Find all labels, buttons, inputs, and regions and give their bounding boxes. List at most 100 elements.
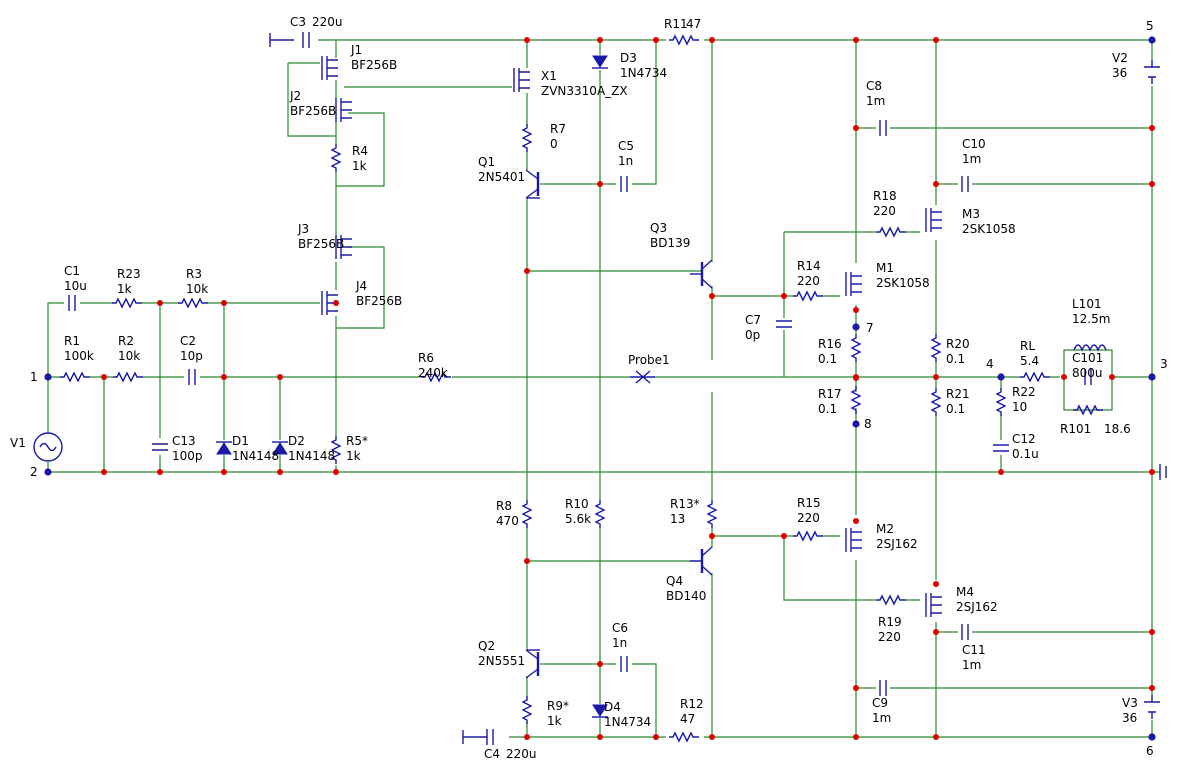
svg-text:X1: X1 [541,69,557,83]
svg-text:1k: 1k [117,282,132,296]
junction-dot [1149,469,1155,475]
svg-text:1k: 1k [352,159,367,173]
junction-dot [1149,629,1155,635]
svg-text:1m: 1m [962,658,981,672]
junction-dot [781,293,787,299]
node-number: 8 [864,417,872,431]
svg-text:36: 36 [1122,711,1137,725]
svg-text:220: 220 [873,204,896,218]
resistor-r5 [330,436,342,464]
svg-text:ZVN3310A_ZX: ZVN3310A_ZX [541,84,628,98]
resistor-r101 [1073,404,1103,416]
resistor-r4 [330,144,342,172]
resistor-r22 [995,388,1007,416]
mosfet-x1 [513,68,530,92]
capacitor-c2 [188,369,196,385]
svg-text:2SJ162: 2SJ162 [956,600,998,614]
mosfet-m3 [925,208,942,232]
resistor-r19 [876,594,906,606]
junction-dot [597,734,603,740]
ground-symbol [1159,464,1167,480]
svg-text:R21: R21 [946,387,970,401]
svg-text:2N5401: 2N5401 [478,170,525,184]
junction-dot [709,533,715,539]
resistor-r6 [421,371,451,383]
capacitor-c101 [1084,369,1092,385]
capacitor-c3 [302,32,310,48]
svg-text:C4: C4 [484,747,500,761]
label-v1: V1 [10,436,26,450]
junction-dot [853,518,859,524]
node-number: 1 [30,370,38,384]
svg-text:R14: R14 [797,259,821,273]
node-marker [1148,373,1156,381]
resistor-r17 [850,386,862,414]
probe-label: Probe1 [628,353,670,367]
svg-text:RL: RL [1020,339,1035,353]
svg-text:R2: R2 [118,334,134,348]
junction-dot [277,374,283,380]
junction-dot [853,734,859,740]
capacitor-c6 [620,656,628,672]
svg-text:10k: 10k [186,282,208,296]
svg-text:M1: M1 [876,261,894,275]
diode-d2 [272,441,288,455]
svg-text:0.1: 0.1 [818,402,837,416]
svg-text:1m: 1m [872,711,891,725]
svg-text:C1: C1 [64,264,80,278]
svg-text:J1: J1 [350,43,362,57]
svg-text:R23: R23 [117,267,141,281]
inductor-l101 [1073,344,1107,352]
svg-text:R13*: R13* [670,497,700,511]
node-number: 2 [30,465,38,479]
junction-dot [1109,374,1115,380]
capacitor-c13 [152,443,168,451]
svg-text:R8: R8 [496,499,512,513]
svg-text:C9: C9 [872,696,888,710]
svg-text:12.5m: 12.5m [1072,312,1110,326]
svg-text:R9*: R9* [547,699,569,713]
svg-text:47: 47 [680,712,695,726]
junction-dot [1149,125,1155,131]
junction-dot [597,661,603,667]
svg-text:1k: 1k [547,714,562,728]
capacitor-c12 [993,444,1009,452]
junction-dot [653,734,659,740]
svg-text:M2: M2 [876,522,894,536]
svg-text:10u: 10u [64,279,87,293]
svg-text:100k: 100k [64,349,94,363]
svg-text:100p: 100p [172,449,203,463]
label-r7: R70 [550,122,566,151]
transistor-q3 [690,259,713,289]
mosfet-m4 [925,593,942,617]
label-r9: R9*1k [547,699,569,728]
resistor-r15 [793,530,823,542]
resistor-r7 [521,124,533,152]
svg-text:1N4148: 1N4148 [232,449,279,463]
svg-text:1n: 1n [618,154,633,168]
junction-dot [157,469,163,475]
svg-text:D3: D3 [620,51,637,65]
svg-text:Q3: Q3 [650,221,667,235]
junction-dot [524,268,530,274]
svg-text:R18: R18 [873,189,897,203]
svg-text:C11: C11 [962,643,986,657]
wires [47,39,1160,738]
junction-dot [333,300,339,306]
node-marker [44,373,52,381]
svg-text:1N4148: 1N4148 [288,449,335,463]
